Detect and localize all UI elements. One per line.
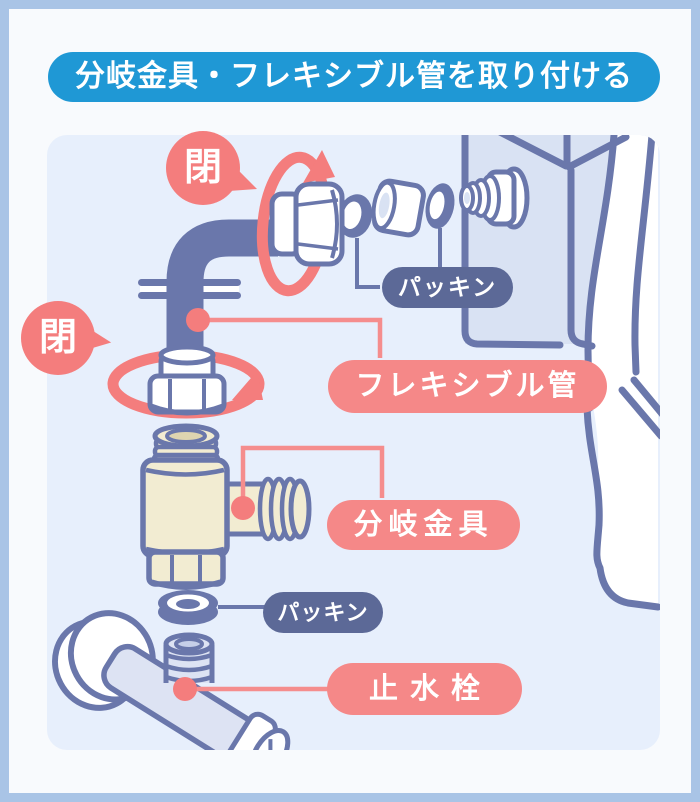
- stop-valve-dot: [173, 677, 197, 701]
- flexible-pipe: [107, 150, 345, 419]
- pipe-bottom-nut: [147, 344, 227, 416]
- toilet-outline: [461, 135, 660, 611]
- rotate-arrowhead-lower: [232, 371, 263, 400]
- branch-fitting-leader: [240, 445, 385, 508]
- flexible-pipe-leader: [198, 317, 383, 358]
- bottom-packing-ring: [158, 590, 265, 625]
- page-title: 分岐金具・フレキシブル管を取り付ける: [48, 52, 660, 102]
- label-stop-valve: 止水栓: [327, 663, 522, 715]
- stop-valve: [52, 610, 291, 750]
- pipe-top-nut: [269, 181, 345, 267]
- tank-inlet-fitting: [459, 166, 530, 230]
- close-bubble-top: 閉: [166, 131, 240, 205]
- label-packing-top: パッキン: [382, 267, 513, 308]
- branch-fitting-dot: [231, 496, 255, 520]
- flexible-pipe-dot: [186, 308, 210, 332]
- valve-screw-end: [249, 728, 291, 750]
- packing-connector-line-1: [355, 238, 380, 289]
- valve-threaded-outlet: [163, 632, 215, 684]
- leader-lines: [173, 308, 385, 701]
- close-bubble-left: 閉: [21, 301, 95, 375]
- rotate-arrowhead-upper: [303, 150, 335, 183]
- label-branch-fitting: 分岐金具: [327, 500, 520, 550]
- plumbing-illustration: [52, 135, 660, 750]
- illustration-panel: [47, 135, 660, 750]
- white-spacer: [371, 178, 426, 238]
- label-flexible-pipe: フレキシブル管: [328, 360, 607, 413]
- packing-parts: [337, 166, 530, 289]
- branch-fitting: [140, 423, 312, 590]
- label-packing-bottom: パッキン: [263, 592, 383, 633]
